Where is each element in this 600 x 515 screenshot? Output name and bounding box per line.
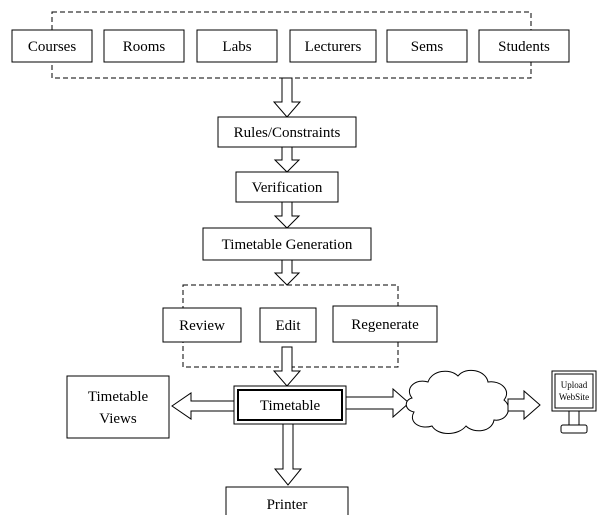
timetable-box: Timetable xyxy=(233,385,347,425)
svg-text:Sems: Sems xyxy=(411,39,444,55)
svg-text:Students: Students xyxy=(498,39,550,55)
svg-text:Labs: Labs xyxy=(222,39,251,55)
svg-text:Rules/Constraints: Rules/Constraints xyxy=(234,125,341,141)
svg-text:WebSite: WebSite xyxy=(559,392,589,402)
svg-text:Rooms: Rooms xyxy=(123,39,166,55)
verification-box: Verification xyxy=(235,171,339,203)
arrow-rules-to-verification xyxy=(273,146,301,173)
arrow-timetable-to-printer xyxy=(273,423,303,486)
svg-text:Timetable Generation: Timetable Generation xyxy=(222,237,353,253)
printer-box: Printer xyxy=(225,486,349,515)
arrow-generation-to-actions xyxy=(273,259,301,286)
review-box: Review xyxy=(162,307,242,343)
arrow-verification-to-generation xyxy=(273,201,301,229)
input-box-sems: Sems xyxy=(386,29,468,63)
arrow-timetable-to-internet xyxy=(345,387,410,419)
svg-text:Courses: Courses xyxy=(28,39,76,55)
arrow-inputs-to-rules xyxy=(272,77,302,118)
timetable-generation-box: Timetable Generation xyxy=(202,227,372,261)
arrow-internet-to-website xyxy=(507,389,541,421)
svg-text:Views: Views xyxy=(99,411,137,427)
svg-text:Regenerate: Regenerate xyxy=(351,317,419,333)
edit-box: Edit xyxy=(259,307,317,343)
regenerate-box: Regenerate xyxy=(332,305,438,343)
upload-website-monitor-icon: Upload WebSite xyxy=(551,370,597,434)
svg-text:Timetable: Timetable xyxy=(88,389,149,405)
svg-text:Lecturers: Lecturers xyxy=(305,39,362,55)
internet-cloud-icon xyxy=(405,369,509,434)
input-box-students: Students xyxy=(478,29,570,63)
arrow-edit-to-timetable xyxy=(272,346,302,387)
svg-text:Verification: Verification xyxy=(252,180,323,196)
svg-text:Review: Review xyxy=(179,318,225,334)
input-box-courses: Courses xyxy=(11,29,93,63)
svg-text:Upload: Upload xyxy=(561,380,588,390)
svg-text:Edit: Edit xyxy=(276,318,302,334)
input-box-rooms: Rooms xyxy=(103,29,185,63)
svg-text:Printer: Printer xyxy=(267,497,308,513)
arrow-timetable-to-views xyxy=(171,392,235,420)
input-box-lecturers: Lecturers xyxy=(289,29,377,63)
svg-text:Timetable: Timetable xyxy=(260,398,321,414)
timetable-views-box: Timetable Views xyxy=(66,375,170,439)
input-box-labs: Labs xyxy=(196,29,278,63)
rules-constraints-box: Rules/Constraints xyxy=(217,116,357,148)
